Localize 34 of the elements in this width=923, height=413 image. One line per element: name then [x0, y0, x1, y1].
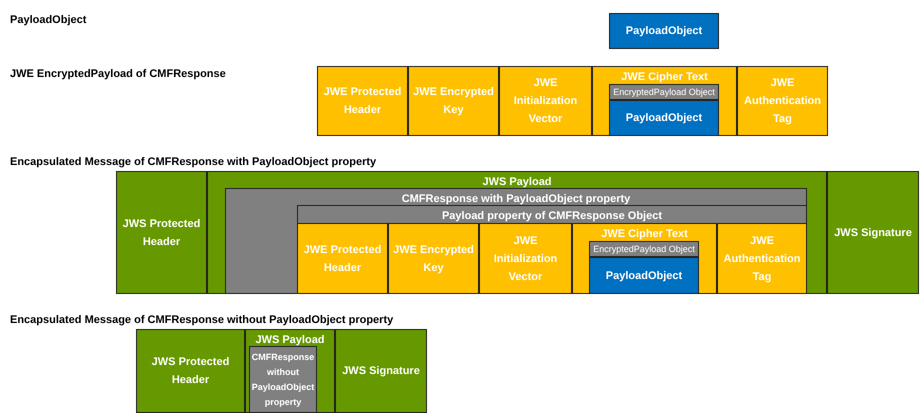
payload-property-panel [297, 205, 807, 294]
section-title: PayloadObject [10, 14, 86, 26]
jwe-part-block: JWE Authentication Tag [737, 66, 828, 136]
payload-object-block: PayloadObject [609, 13, 719, 49]
payload-object-block: PayloadObject [609, 100, 719, 136]
jwe-part-block: JWE Encrypted Key [388, 223, 479, 294]
section-heading: JWS Payload [254, 333, 326, 348]
jws-part-block: JWS Protected Header [116, 171, 207, 294]
response-block: CMFResponse without PayloadObject property [249, 346, 317, 413]
jwe-part-block: JWE Authentication Tag [717, 223, 807, 294]
section-heading: Payload property of CMFResponse Object [440, 209, 664, 224]
section-heading: JWE Cipher Text [600, 227, 689, 242]
section-title: Encapsulated Message of CMFResponse with PayloadObject property [10, 156, 376, 168]
jwe-part-block: JWE Initialization Vector [499, 66, 592, 136]
jws-payload-panel [207, 171, 827, 294]
jwe-part-block: JWE Protected Header [297, 223, 388, 294]
jwe-part-block: JWE Initialization Vector [479, 223, 572, 294]
section-heading: JWS Payload [481, 175, 553, 190]
encrypted-payload-bar: EncryptedPayload Object [589, 241, 699, 257]
section-heading: CMFResponse with PayloadObject property [400, 192, 632, 207]
jws-part-block: JWS Signature [827, 171, 919, 294]
cipher-text-panel [572, 223, 717, 294]
encrypted-payload-bar: EncryptedPayload Object [609, 84, 719, 100]
jwe-part-block: JWE Encrypted Key [408, 66, 499, 136]
section-heading: JWE Cipher Text [620, 70, 709, 85]
section-title: Encapsulated Message of CMFResponse without PayloadObject property [10, 314, 394, 326]
jws-part-block: JWS Protected Header [136, 329, 245, 413]
jwe-part-block: JWE Protected Header [317, 66, 408, 136]
cipher-text-panel [592, 66, 737, 136]
section-title: JWE EncryptedPayload of CMFResponse [10, 68, 226, 80]
response-panel [225, 188, 807, 294]
payload-object-block: PayloadObject [589, 257, 699, 294]
jws-payload-panel [245, 329, 335, 413]
jws-part-block: JWS Signature [335, 329, 427, 413]
